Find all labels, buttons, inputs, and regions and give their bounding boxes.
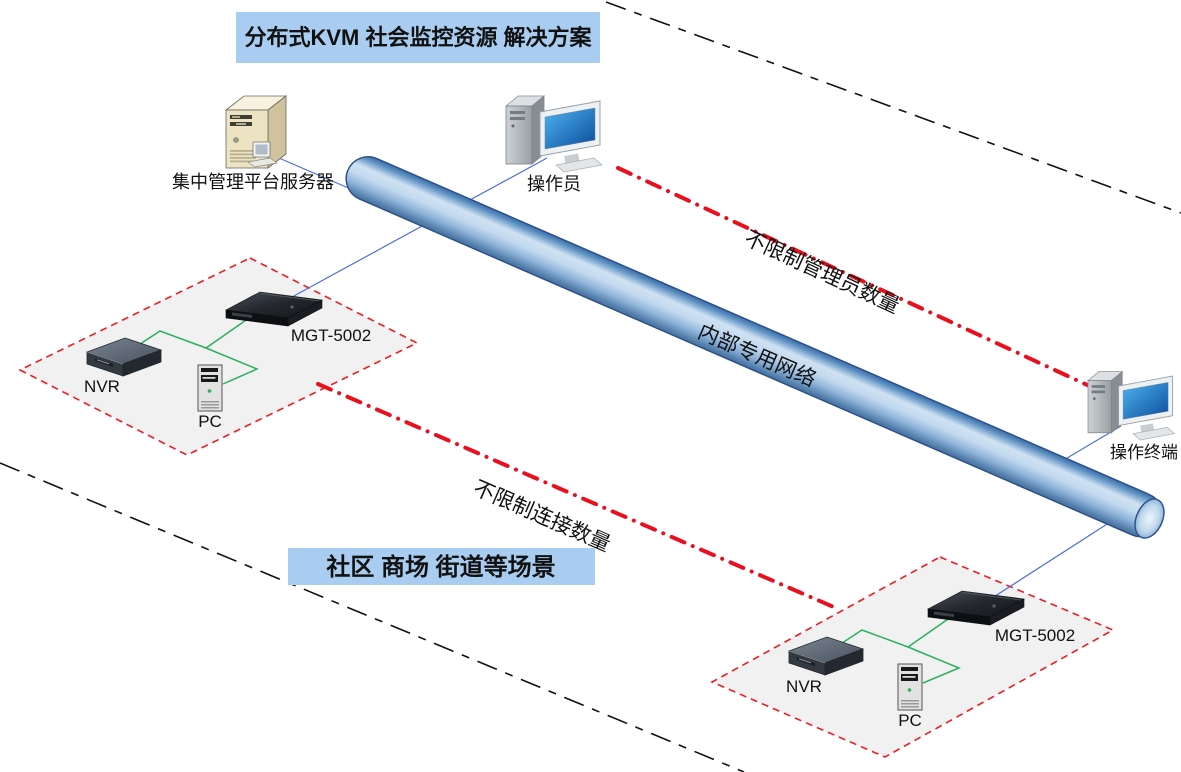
connection-limit-label: 不限制连接数量 bbox=[470, 477, 614, 557]
server-icon bbox=[225, 95, 287, 169]
title-banner: 分布式KVM 社会监控资源 解决方案 bbox=[236, 12, 600, 63]
pc-label-left: PC bbox=[198, 412, 222, 431]
nvr-label-left: NVR bbox=[84, 377, 120, 396]
lan-link-left-pc bbox=[205, 347, 259, 385]
lan-link-right-trunk bbox=[835, 616, 952, 648]
switch-network-link-right bbox=[988, 518, 1116, 601]
operator-label: 操作员 bbox=[527, 174, 581, 194]
operator-switch-link bbox=[291, 157, 548, 298]
kvm-switch-label-left: MGT-5002 bbox=[291, 326, 371, 345]
title-banner-bg bbox=[236, 12, 600, 63]
scene-banner-text: 社区 商场 街道等场景 bbox=[326, 553, 555, 581]
scene-banner-bg bbox=[288, 548, 595, 585]
pc-icon-left bbox=[197, 364, 223, 412]
operator-computer-icon bbox=[505, 95, 603, 173]
pc-label-right: PC bbox=[898, 711, 922, 730]
nvr-label-right: NVR bbox=[786, 677, 822, 696]
zone-divider-left bbox=[0, 462, 745, 772]
admin-limit-label: 不限制管理员数量 bbox=[741, 227, 903, 318]
kvm-switch-label-right: MGT-5002 bbox=[995, 626, 1075, 645]
terminal-computer-icon bbox=[1087, 371, 1175, 441]
lan-link-right-pc bbox=[907, 646, 961, 684]
admin-limit-line bbox=[616, 166, 1100, 392]
zone-divider-top bbox=[605, 1, 1181, 214]
terminal-label: 操作终端 bbox=[1110, 443, 1178, 462]
scene-banner: 社区 商场 街道等场景 bbox=[288, 548, 595, 585]
pc-icon-right bbox=[897, 663, 923, 711]
title-banner-text: 分布式KVM 社会监控资源 解决方案 bbox=[244, 25, 592, 50]
server-label: 集中管理平台服务器 bbox=[172, 172, 334, 192]
network-pipe-end-cap bbox=[1134, 498, 1165, 539]
network-pipe: 内部专用网络 bbox=[345, 156, 1165, 539]
lan-link-left-trunk bbox=[133, 317, 250, 349]
